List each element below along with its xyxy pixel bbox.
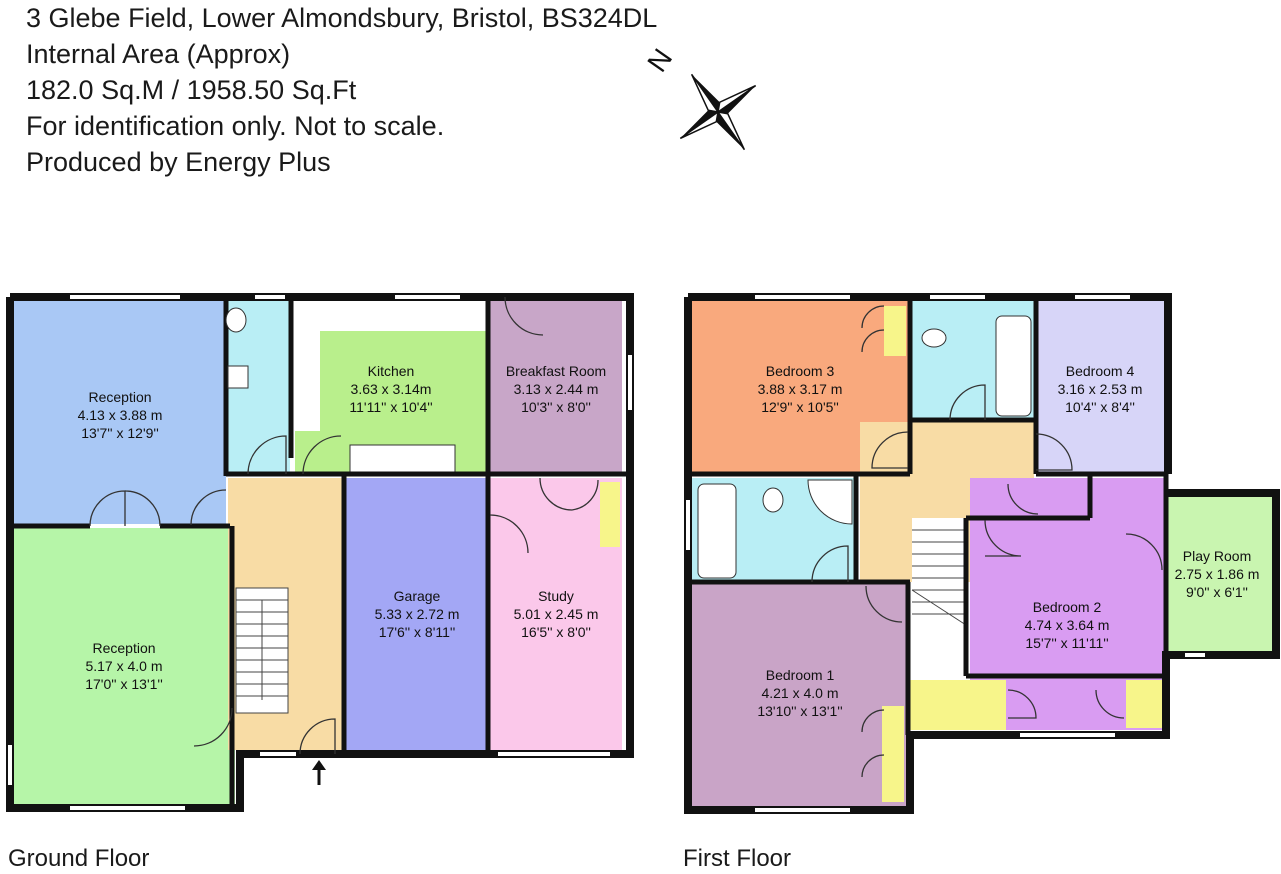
- svg-text:2.75 x 1.86 m: 2.75 x 1.86 m: [1175, 566, 1260, 582]
- svg-text:5.01 x 2.45 m: 5.01 x 2.45 m: [514, 606, 599, 622]
- svg-text:10'3'' x 8'0'': 10'3'' x 8'0'': [521, 399, 591, 415]
- svg-text:3.13 x 2.44 m: 3.13 x 2.44 m: [514, 381, 599, 397]
- svg-text:3.63 x 3.14m: 3.63 x 3.14m: [351, 381, 432, 397]
- svg-text:17'6'' x 8'11'': 17'6'' x 8'11'': [379, 624, 456, 640]
- compass-north-label: N: [641, 43, 678, 77]
- ground-floor-plan: Reception 4.13 x 3.88 m 13'7'' x 12'9'' …: [6, 293, 634, 812]
- svg-text:Bedroom 4: Bedroom 4: [1066, 363, 1135, 379]
- playroom-room: [1168, 497, 1274, 651]
- bedroom3-cupboard: [884, 306, 906, 356]
- svg-text:Bedroom 3: Bedroom 3: [766, 363, 835, 379]
- disclaimer-text: For identification only. Not to scale.: [26, 111, 445, 141]
- ground-stairs: [235, 587, 289, 714]
- bedroom2-cupboard-left: [910, 680, 1006, 730]
- study-label: Study 5.01 x 2.45 m 16'5'' x 8'0'': [514, 588, 599, 640]
- header-block: 3 Glebe Field, Lower Almondsbury, Bristo…: [26, 0, 657, 180]
- breakfast-room-label: Breakfast Room 3.13 x 2.44 m 10'3'' x 8'…: [506, 363, 606, 415]
- playroom-label: Play Room 2.75 x 1.86 m 9'0'' x 6'1'': [1175, 548, 1260, 600]
- first-floor-label: First Floor: [683, 845, 791, 872]
- bedroom4-label: Bedroom 4 3.16 x 2.53 m 10'4'' x 8'4'': [1058, 363, 1143, 415]
- svg-text:13'10'' x 13'1'': 13'10'' x 13'1'': [757, 703, 842, 719]
- ground-floor-label: Ground Floor: [8, 845, 150, 872]
- svg-text:3.16 x 2.53 m: 3.16 x 2.53 m: [1058, 381, 1143, 397]
- landing-stairs-area: [912, 518, 966, 676]
- study-cupboard: [600, 482, 620, 547]
- reception-upper-room: [14, 301, 226, 524]
- bedroom1-room: [692, 584, 906, 806]
- reception-lower-label: Reception 5.17 x 4.0 m 17'0'' x 13'1'': [85, 640, 163, 692]
- producer-text: Produced by Energy Plus: [26, 147, 331, 177]
- svg-text:Play Room: Play Room: [1183, 548, 1251, 564]
- kitchen-counter: [295, 301, 487, 331]
- address-text: 3 Glebe Field, Lower Almondsbury, Bristo…: [26, 3, 658, 33]
- svg-text:9'0'' x 6'1'': 9'0'' x 6'1'': [1186, 584, 1248, 600]
- svg-text:11'11'' x 10'4'': 11'11'' x 10'4'': [349, 399, 432, 415]
- compass-rose-icon: N: [641, 43, 757, 151]
- reception-upper-label: Reception 4.13 x 3.88 m 13'7'' x 12'9'': [78, 389, 163, 441]
- bedroom2-cupboard-right: [1126, 680, 1162, 728]
- svg-text:13'7'' x 12'9'': 13'7'' x 12'9'': [81, 425, 159, 441]
- breakfast-room: [490, 301, 622, 473]
- reception-lower-room: [14, 528, 235, 804]
- svg-text:4.21 x 4.0 m: 4.21 x 4.0 m: [761, 685, 838, 701]
- area-value: 182.0 Sq.M / 1958.50 Sq.Ft: [26, 75, 357, 105]
- kitchen-side-counter: [295, 301, 320, 431]
- svg-text:Kitchen: Kitchen: [368, 363, 415, 379]
- svg-text:Bedroom 2: Bedroom 2: [1033, 599, 1102, 615]
- first-floor-plan: Bedroom 3 3.88 x 3.17 m 12'9'' x 10'5'' …: [225, 293, 1280, 814]
- svg-text:4.13 x 3.88 m: 4.13 x 3.88 m: [78, 407, 163, 423]
- bedroom1-label: Bedroom 1 4.21 x 4.0 m 13'10'' x 13'1'': [757, 667, 842, 719]
- svg-text:17'0'' x 13'1'': 17'0'' x 13'1'': [85, 676, 163, 692]
- svg-text:3.88 x 3.17 m: 3.88 x 3.17 m: [758, 381, 843, 397]
- svg-text:12'9'' x 10'5'': 12'9'' x 10'5'': [761, 399, 839, 415]
- svg-text:Garage: Garage: [394, 588, 441, 604]
- kitchen-island: [349, 444, 456, 474]
- svg-text:Reception: Reception: [88, 389, 151, 405]
- svg-text:4.74 x 3.64 m: 4.74 x 3.64 m: [1025, 617, 1110, 633]
- svg-text:Breakfast Room: Breakfast Room: [506, 363, 606, 379]
- entrance-arrow-icon: [312, 760, 326, 785]
- kitchen-label: Kitchen 3.63 x 3.14m 11'11'' x 10'4'': [349, 363, 432, 415]
- svg-text:Study: Study: [538, 588, 574, 604]
- svg-text:16'5'' x 8'0'': 16'5'' x 8'0'': [521, 624, 591, 640]
- svg-text:5.17 x 4.0 m: 5.17 x 4.0 m: [85, 658, 162, 674]
- bedroom4-room: [1038, 301, 1164, 472]
- area-title: Internal Area (Approx): [26, 39, 291, 69]
- svg-text:5.33 x 2.72 m: 5.33 x 2.72 m: [375, 606, 460, 622]
- svg-text:10'4'' x 8'4'': 10'4'' x 8'4'': [1065, 399, 1135, 415]
- bedroom1-cupboard: [882, 706, 904, 802]
- bedroom3-label: Bedroom 3 3.88 x 3.17 m 12'9'' x 10'5'': [758, 363, 843, 415]
- svg-text:15'7'' x 11'11'': 15'7'' x 11'11'': [1025, 635, 1108, 651]
- bedroom2-label: Bedroom 2 4.74 x 3.64 m 15'7'' x 11'11'': [1025, 599, 1110, 651]
- garage-room: [346, 478, 486, 756]
- svg-text:Reception: Reception: [92, 640, 155, 656]
- svg-text:Bedroom 1: Bedroom 1: [766, 667, 835, 683]
- garage-label: Garage 5.33 x 2.72 m 17'6'' x 8'11'': [375, 588, 460, 640]
